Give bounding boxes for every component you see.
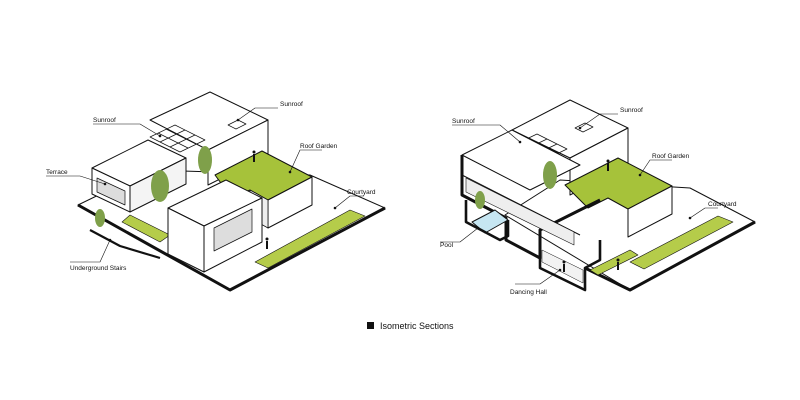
left-people [252, 150, 269, 249]
right-leader-lines [440, 113, 718, 285]
right-label-pool: Pool [440, 242, 454, 249]
left-trees [95, 146, 212, 227]
left-label-underground-stairs: Underground Stairs [70, 265, 127, 272]
left-label-sunroof-left: Sunroof [93, 117, 116, 124]
left-front-block-window [213, 208, 253, 252]
right-label-sunroof-left: Sunroof [452, 118, 475, 125]
left-site-edge [77, 203, 386, 292]
left-side-grass [121, 214, 171, 243]
left-leader-dots [103, 118, 337, 242]
right-dancing-hall-floor [541, 249, 584, 284]
left-isometric-diagram [46, 91, 386, 292]
right-dancing-hall-cut [538, 240, 602, 292]
right-trees [475, 161, 557, 209]
right-front-grass [589, 249, 639, 276]
right-site-edge [584, 220, 756, 292]
caption-square-icon [367, 322, 374, 329]
left-label-courtyard: Courtyard [347, 189, 376, 196]
left-label-roof-garden: Roof Garden [300, 143, 338, 150]
right-label-dancing-hall: Dancing Hall [510, 289, 547, 296]
caption-text: Isometric Sections [380, 321, 454, 331]
right-label-roof-garden: Roof Garden [652, 153, 690, 160]
right-pool [471, 209, 509, 234]
left-leader-lines [46, 107, 364, 263]
right-people [562, 159, 620, 272]
right-courtyard-grass [629, 215, 734, 270]
right-label-sunroof-right: Sunroof [620, 107, 643, 114]
right-isometric-diagram [440, 99, 756, 292]
left-courtyard-grass [254, 209, 366, 269]
right-leader-dots [476, 126, 692, 272]
right-pool-cut [464, 200, 510, 242]
right-label-courtyard: Courtyard [708, 201, 737, 208]
right-section-interior [465, 177, 575, 246]
left-label-sunroof-top: Sunroof [280, 101, 303, 108]
right-roof-garden-wall [627, 185, 673, 238]
left-label-terrace: Terrace [46, 169, 68, 176]
left-sunroof-grid [149, 119, 247, 153]
right-section-cut-outline [460, 155, 601, 260]
left-underground-stairs [89, 229, 161, 260]
